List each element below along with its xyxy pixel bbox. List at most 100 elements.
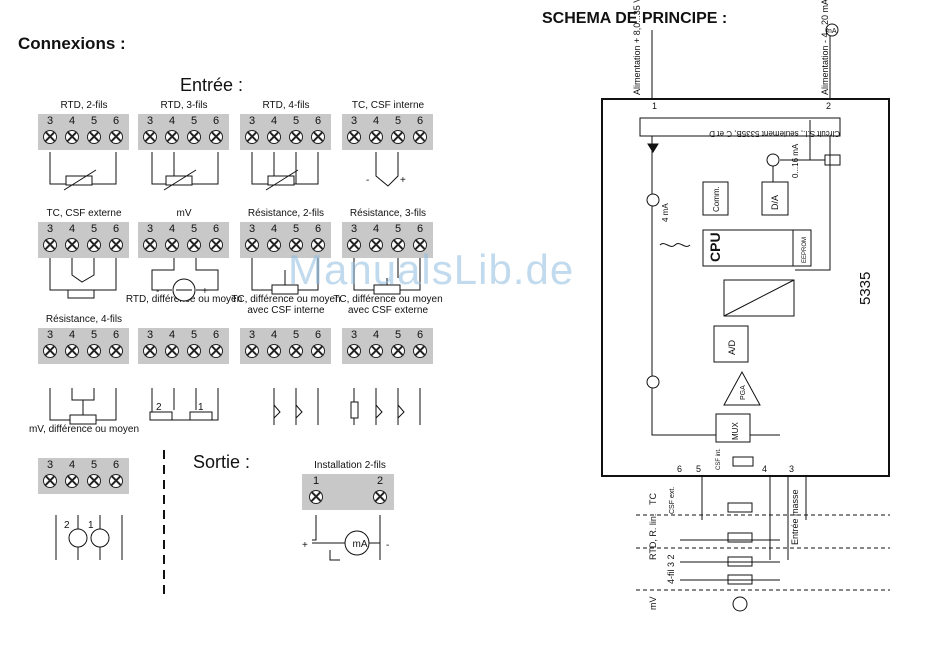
svg-text:CPU: CPU bbox=[707, 232, 723, 262]
screw-icon bbox=[187, 238, 201, 252]
screw-icon bbox=[65, 474, 79, 488]
block-label: RTD, 2-fils bbox=[60, 100, 108, 111]
svg-text:+: + bbox=[400, 175, 406, 186]
terminal-number: 6 bbox=[212, 115, 220, 127]
terminal-number: 3 bbox=[350, 115, 358, 127]
screw-icon bbox=[65, 238, 79, 252]
terminal-number: 6 bbox=[112, 459, 120, 471]
left-wiring: mA + - - + - + 2 1 2 1 bbox=[49, 152, 421, 596]
module-box bbox=[601, 98, 890, 477]
screw-icon bbox=[209, 238, 223, 252]
svg-text:RTD, R. lin.: RTD, R. lin. bbox=[648, 514, 658, 560]
block-label: mV, différence ou moyen bbox=[28, 424, 140, 435]
svg-text:4-fil 3 2: 4-fil 3 2 bbox=[666, 554, 676, 584]
screw-icon bbox=[87, 238, 101, 252]
svg-text:5: 5 bbox=[696, 464, 701, 474]
svg-text:Comm.: Comm. bbox=[712, 186, 721, 212]
terminal-number: 4 bbox=[270, 115, 278, 127]
screw-icon bbox=[109, 474, 123, 488]
terminal-number: 6 bbox=[112, 223, 120, 235]
schema-principe: Alimentation + 8,0...35 Vcc Alimentation… bbox=[601, 0, 890, 612]
terminal-number: 5 bbox=[90, 223, 98, 235]
screw-icon bbox=[43, 344, 57, 358]
supply-minus-label: Alimentation - 4...20 mA bbox=[820, 0, 830, 95]
svg-text:+: + bbox=[202, 286, 208, 297]
screw-icon bbox=[209, 344, 223, 358]
screw-icon bbox=[43, 238, 57, 252]
terminal-number: 6 bbox=[314, 223, 322, 235]
screw-icon bbox=[347, 238, 361, 252]
screw-icon bbox=[245, 344, 259, 358]
screw-icon bbox=[369, 130, 383, 144]
terminal-number: 6 bbox=[112, 329, 120, 341]
screw-icon bbox=[413, 130, 427, 144]
svg-text:MUX: MUX bbox=[731, 422, 740, 440]
terminal-number: 3 bbox=[46, 459, 54, 471]
terminal-number: 6 bbox=[416, 329, 424, 341]
screw-icon bbox=[65, 344, 79, 358]
screw-icon bbox=[311, 344, 325, 358]
terminal-number: 5 bbox=[292, 115, 300, 127]
screw-icon bbox=[245, 238, 259, 252]
screw-icon bbox=[347, 344, 361, 358]
terminal-number: 4 bbox=[68, 329, 76, 341]
screw-icon bbox=[309, 490, 323, 504]
output-minus: - bbox=[386, 540, 389, 551]
screw-icon bbox=[187, 130, 201, 144]
screw-icon bbox=[413, 344, 427, 358]
block-label: RTD, 4-fils bbox=[262, 100, 310, 111]
screw-icon bbox=[369, 238, 383, 252]
block-label: TC, différence ou moyen avec CSF interne bbox=[231, 294, 341, 316]
screw-icon bbox=[289, 238, 303, 252]
terminal-number: 6 bbox=[314, 329, 322, 341]
entree-title: Entrée : bbox=[180, 75, 244, 95]
terminal-number: 1 bbox=[312, 475, 320, 487]
block-label: TC, CSF interne bbox=[351, 100, 425, 111]
svg-text:Entrée masse: Entrée masse bbox=[790, 489, 800, 545]
terminal-number: 5 bbox=[292, 223, 300, 235]
sortie-title: Sortie : bbox=[193, 452, 251, 472]
screw-icon bbox=[289, 344, 303, 358]
screw-icon bbox=[413, 238, 427, 252]
terminal-number: 5 bbox=[394, 223, 402, 235]
terminal-number: 5 bbox=[90, 459, 98, 471]
terminal-number: 3 bbox=[248, 329, 256, 341]
screw-icon bbox=[109, 238, 123, 252]
terminal-number: 5 bbox=[90, 329, 98, 341]
screw-icon bbox=[373, 490, 387, 504]
terminal-number: 3 bbox=[248, 115, 256, 127]
svg-text:0...16 mA: 0...16 mA bbox=[791, 143, 800, 178]
screw-icon bbox=[391, 344, 405, 358]
screw-icon bbox=[165, 238, 179, 252]
terminal-number: 4 bbox=[372, 115, 380, 127]
svg-text:1: 1 bbox=[88, 520, 94, 531]
svg-text:A/D: A/D bbox=[727, 339, 737, 355]
svg-text:2: 2 bbox=[826, 101, 831, 111]
block-label: Résistance, 2-fils bbox=[247, 208, 325, 219]
terminal-number: 5 bbox=[394, 115, 402, 127]
block-label: RTD, 3-fils bbox=[160, 100, 208, 111]
screw-icon bbox=[87, 344, 101, 358]
screw-icon bbox=[311, 130, 325, 144]
screw-icon bbox=[165, 344, 179, 358]
terminal-number: 3 bbox=[248, 223, 256, 235]
terminal-number: 3 bbox=[46, 115, 54, 127]
terminal-number: 3 bbox=[46, 329, 54, 341]
terminal-number: 6 bbox=[416, 223, 424, 235]
svg-text:PGA: PGA bbox=[740, 385, 747, 400]
terminal-number: 3 bbox=[146, 223, 154, 235]
supply-plus-label: Alimentation + 8,0...35 Vcc bbox=[632, 0, 642, 95]
output-label: Installation 2-fils bbox=[314, 460, 386, 471]
svg-text:mV: mV bbox=[648, 597, 658, 611]
terminal-number: 4 bbox=[372, 223, 380, 235]
